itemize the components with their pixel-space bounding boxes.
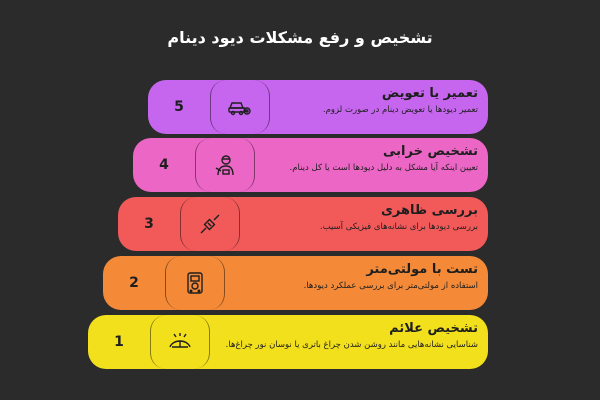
dashboard-light-icon [150,315,210,369]
step-title: تشخیص خرابی [383,144,478,159]
step-description: تعمیر دیودها یا تعویض دینام در صورت لزوم… [322,105,478,115]
step-number: 1 [114,334,124,350]
step-description: بررسی دیودها برای نشانه‌های فیزیکی آسیب. [319,222,478,232]
step-number: 3 [144,216,154,232]
step-5: 5 تعمیر یا تعویض تعمیر دیودها یا تعویض د… [148,80,488,134]
car-gear-icon [210,80,270,134]
diode-icon [180,197,240,251]
step-description: استفاده از مولتی‌متر برای بررسی عملکرد د… [303,281,478,291]
step-4: 4 تشخیص خرابی تعیین اینکه آیا مشکل به دل… [133,138,488,192]
step-description: شناسایی نشانه‌هایی مانند روشن شدن چراغ ب… [225,340,478,350]
mechanic-icon [195,138,255,192]
step-2: 2 تست با مولتی‌متر استفاده از مولتی‌متر … [103,256,488,310]
multimeter-icon [165,256,225,310]
diagram-title: تشخیص و رفع مشکلات دیود دینام [167,28,433,47]
step-title: تعمیر یا تعویض [381,86,478,101]
step-number: 4 [159,157,169,173]
step-1: 1 تشخیص علائم شناسایی نشانه‌هایی مانند ر… [88,315,488,369]
step-number: 2 [129,275,139,291]
step-number: 5 [174,99,184,115]
step-3: 3 بررسی ظاهری بررسی دیودها برای نشانه‌ها… [118,197,488,251]
step-title: تست با مولتی‌متر [366,262,478,277]
step-title: تشخیص علائم [389,321,478,336]
step-description: تعیین اینکه آیا مشکل به دلیل دیودها است … [289,163,478,173]
step-title: بررسی ظاهری [380,203,478,218]
